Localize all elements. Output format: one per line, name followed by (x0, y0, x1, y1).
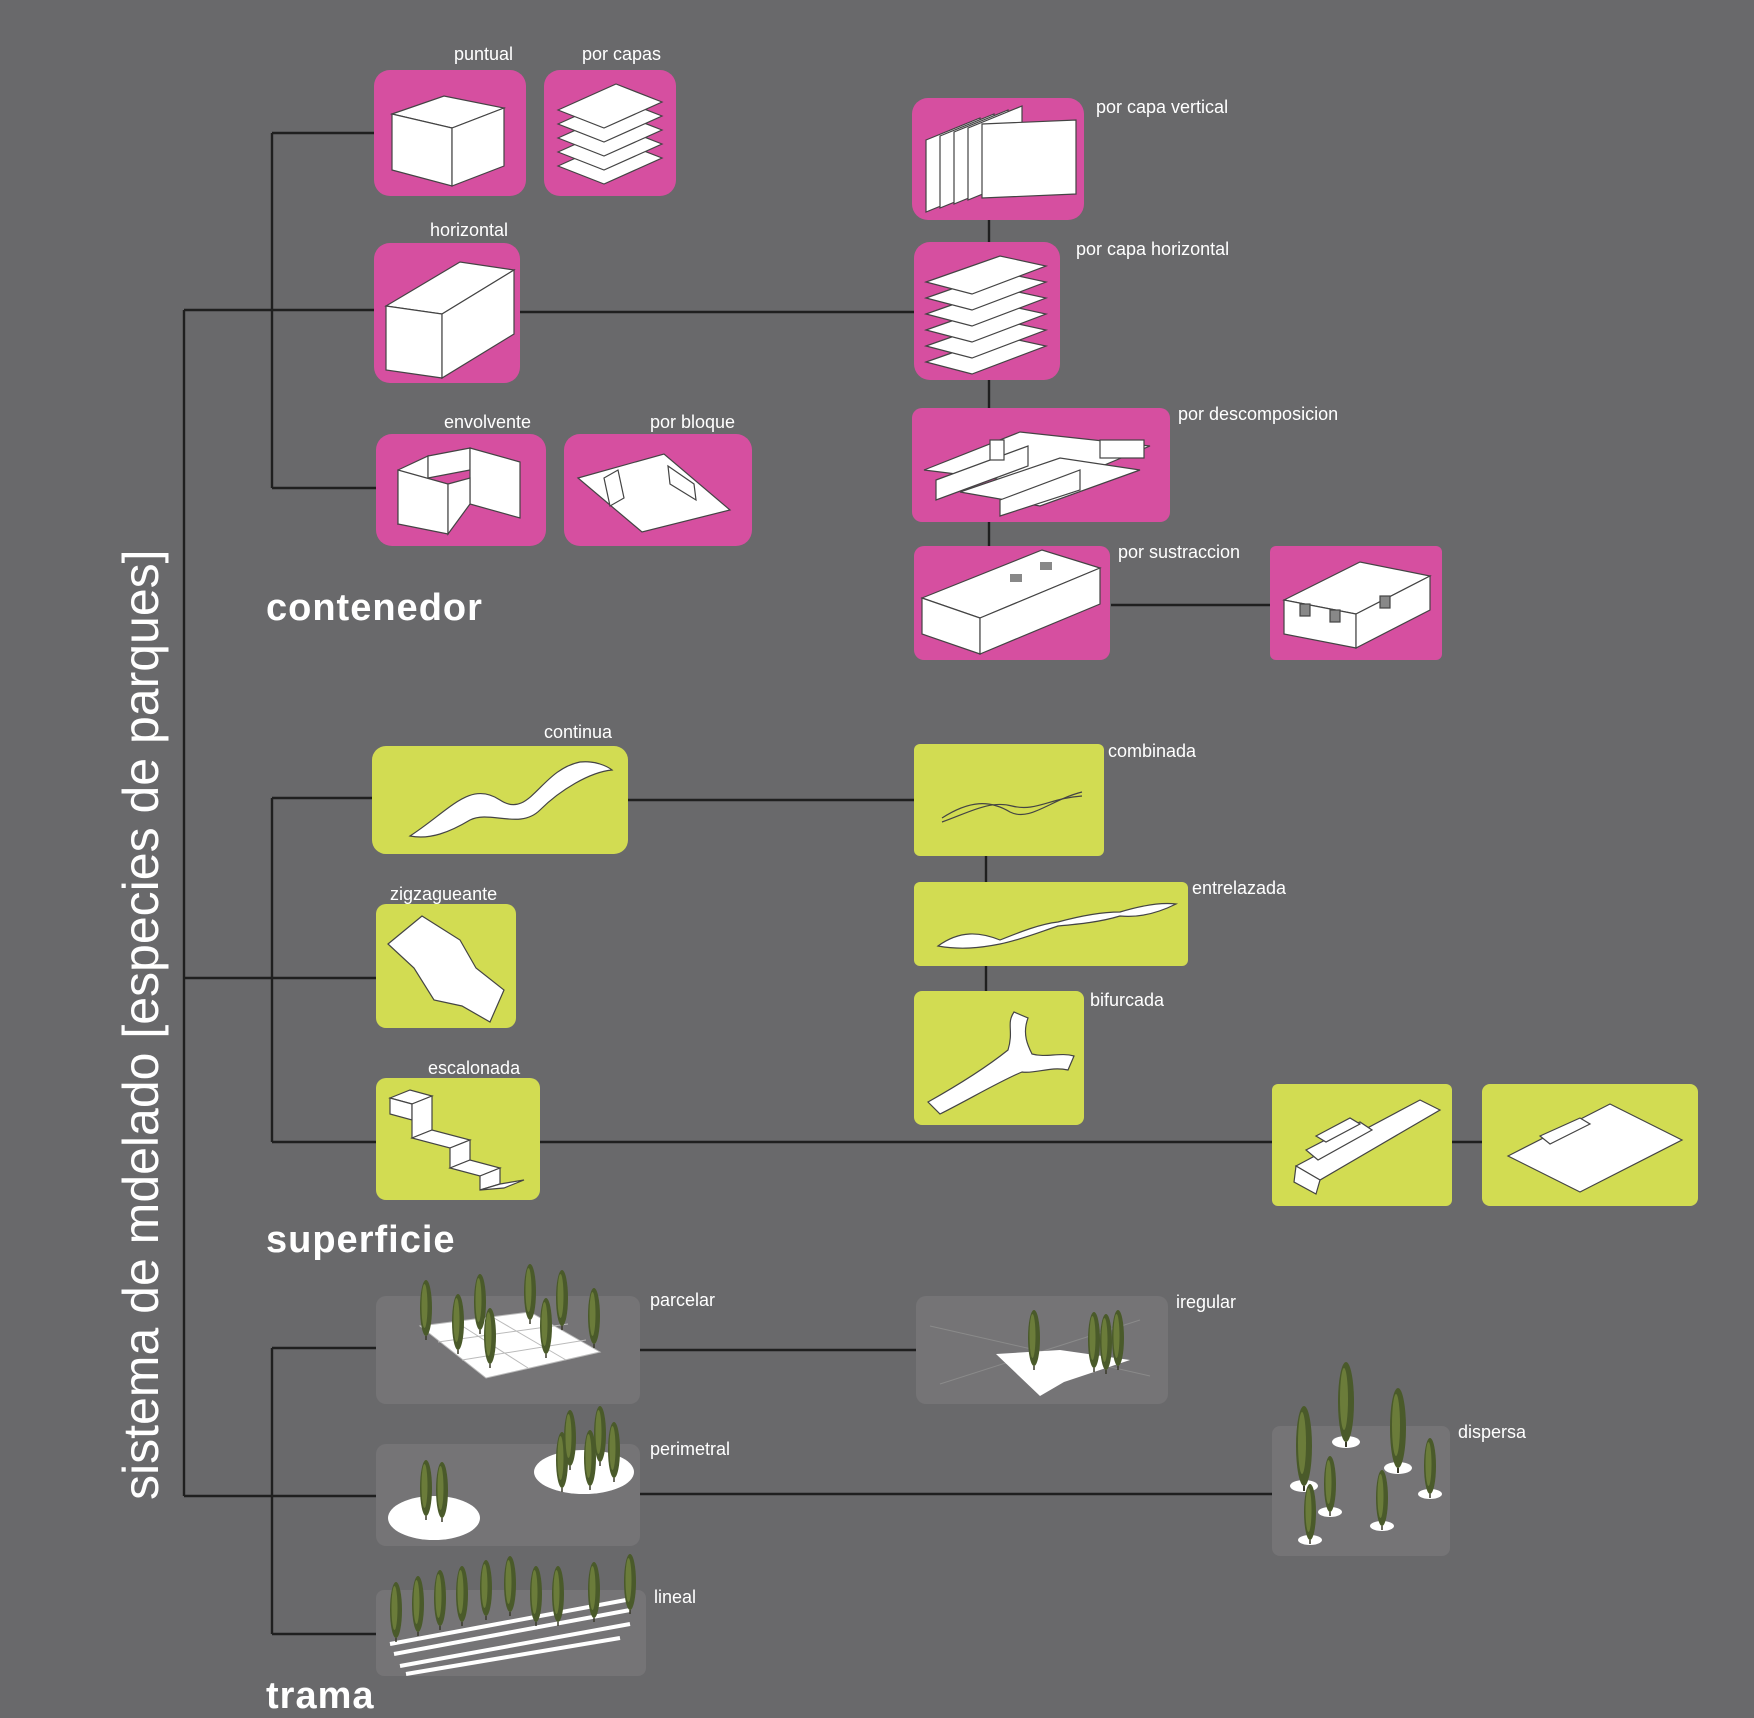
label-bifurcada: bifurcada (1090, 990, 1165, 1010)
label-parcelar: parcelar (650, 1290, 715, 1310)
node-iregular[interactable]: iregular (916, 1292, 1236, 1404)
label-zigzagueante: zigzagueante (390, 884, 497, 904)
node-zigzagueante[interactable]: zigzagueante (376, 884, 516, 1028)
label-por-sustraccion: por sustraccion (1118, 542, 1240, 562)
superficie-group: continua zigzagueante escalonada (266, 722, 1698, 1261)
node-por-capas[interactable]: por capas (544, 44, 676, 196)
label-iregular: iregular (1176, 1292, 1236, 1312)
label-lineal: lineal (654, 1587, 696, 1607)
node-escalonada-variant-1[interactable] (1272, 1084, 1452, 1206)
trama-group: parcelar perimetral (266, 1263, 1527, 1717)
label-por-descomposicion: por descomposicion (1178, 404, 1338, 424)
node-sustraccion-variant[interactable] (1270, 546, 1442, 660)
label-horizontal: horizontal (430, 220, 508, 240)
node-combinada[interactable]: combinada (914, 741, 1197, 856)
node-entrelazada[interactable]: entrelazada (914, 878, 1287, 966)
node-dispersa[interactable]: dispersa (1272, 1361, 1527, 1556)
node-escalonada[interactable]: escalonada (376, 1058, 540, 1200)
tree-connectors (182, 131, 1482, 1636)
label-puntual: puntual (454, 44, 513, 64)
node-parcelar[interactable]: parcelar (376, 1263, 715, 1404)
label-por-bloque: por bloque (650, 412, 735, 432)
node-escalonada-variant-2[interactable] (1482, 1084, 1698, 1206)
node-continua[interactable]: continua (372, 722, 628, 854)
node-puntual[interactable]: puntual (374, 44, 526, 196)
label-perimetral: perimetral (650, 1439, 730, 1459)
label-dispersa: dispersa (1458, 1422, 1527, 1442)
label-escalonada: escalonada (428, 1058, 521, 1078)
node-por-sustraccion[interactable]: por sustraccion (914, 542, 1240, 660)
label-envolvente: envolvente (444, 412, 531, 432)
category-superficie: superficie (266, 1219, 456, 1261)
node-lineal[interactable]: lineal (376, 1553, 696, 1676)
label-entrelazada: entrelazada (1192, 878, 1287, 898)
label-por-capa-horizontal: por capa horizontal (1076, 239, 1229, 259)
label-continua: continua (544, 722, 613, 742)
label-combinada: combinada (1108, 741, 1197, 761)
label-por-capa-vertical: por capa vertical (1096, 97, 1228, 117)
label-por-capas: por capas (582, 44, 661, 64)
contenedor-group: puntual por capas horizontal (266, 44, 1442, 660)
node-perimetral[interactable]: perimetral (376, 1405, 730, 1546)
node-bifurcada[interactable]: bifurcada (914, 990, 1165, 1125)
node-por-capa-horizontal[interactable]: por capa horizontal (914, 239, 1229, 380)
node-por-capa-vertical[interactable]: por capa vertical (912, 97, 1228, 220)
category-contenedor: contenedor (266, 587, 483, 629)
node-envolvente[interactable]: envolvente (376, 412, 546, 546)
main-title: sistema de mdelado [especies de parques] (113, 549, 169, 1500)
node-por-descomposicion[interactable]: por descomposicion (912, 404, 1338, 522)
node-horizontal[interactable]: horizontal (374, 220, 520, 383)
category-trama: trama (266, 1675, 375, 1717)
node-por-bloque[interactable]: por bloque (564, 412, 752, 546)
